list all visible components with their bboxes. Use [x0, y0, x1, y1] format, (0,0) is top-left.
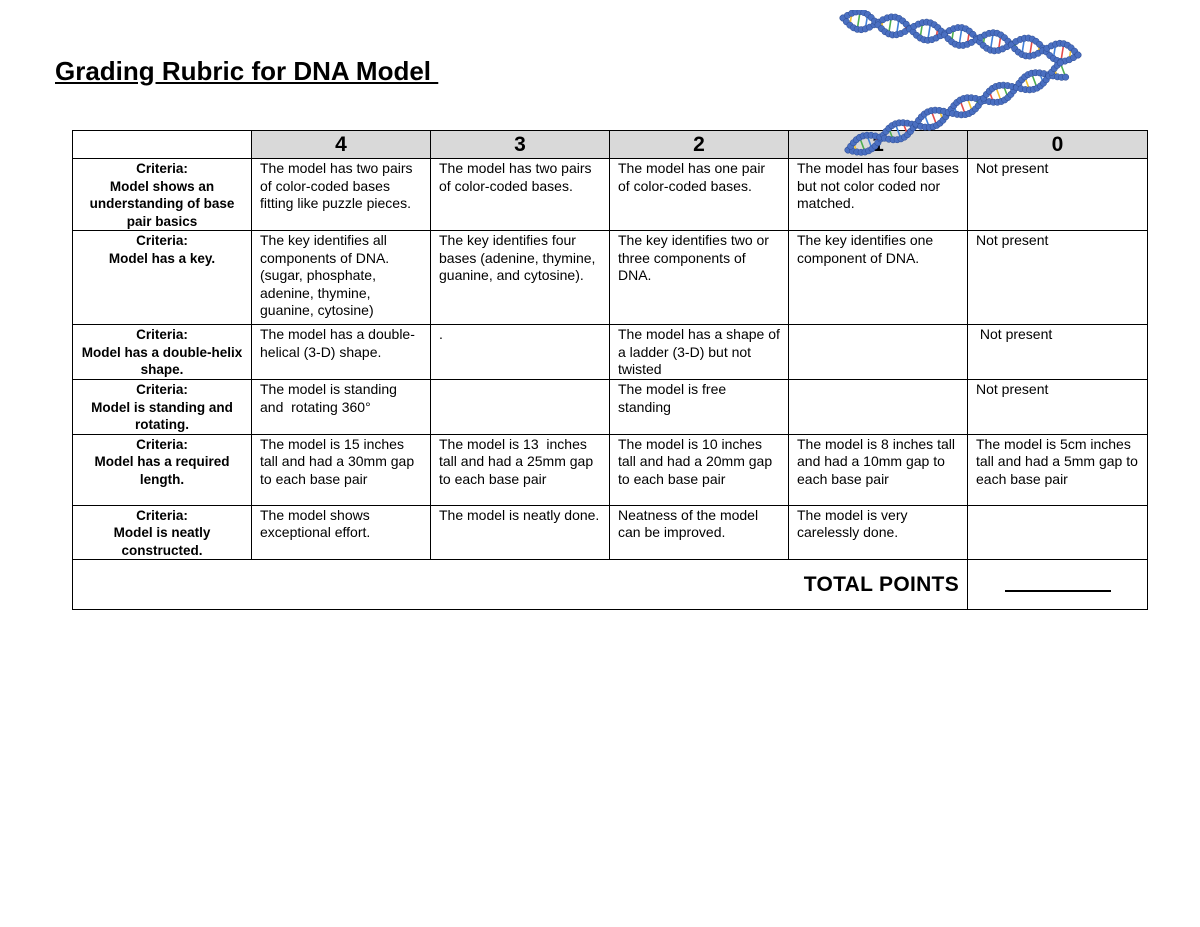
table-row: Criteria: Model is standing and rotating.…	[72, 379, 1148, 435]
table-row: Criteria: Model has a required length. Th…	[72, 433, 1148, 506]
rubric-cell: The model is 10 inches tall and had a 20…	[609, 433, 789, 506]
criteria-label: Criteria:	[136, 327, 188, 342]
criteria-cell: Criteria: Model is standing and rotating.	[72, 379, 252, 435]
criteria-label: Criteria:	[136, 233, 188, 248]
dna-backbone-bead	[1062, 73, 1070, 81]
criteria-text: Model has a double-helix shape.	[81, 344, 243, 378]
rubric-cell: The key identifies all components of DNA…	[251, 230, 431, 325]
rubric-cell: Neatness of the model can be improved.	[609, 504, 789, 560]
rubric-cell: Not present	[967, 324, 1148, 380]
rubric-cell: The model has two pairs of color-coded b…	[251, 158, 431, 231]
rubric-table: 4 3 2 1 0 Criteria:Model shows an unders…	[72, 130, 1148, 610]
rubric-cell: Not present	[967, 158, 1148, 231]
criteria-text: Model shows an understanding of base pai…	[89, 178, 235, 229]
rubric-cell: The model is 13 inches tall and had a 25…	[430, 433, 610, 506]
table-row: Criteria: Model has a key. The key identi…	[72, 230, 1148, 325]
criteria-header	[72, 130, 252, 159]
rubric-cell: The model is standing and rotating 360°	[251, 379, 431, 435]
criteria-label: Criteria:	[136, 382, 188, 397]
rubric-cell	[430, 379, 610, 435]
dna-helix-image	[839, 10, 1082, 156]
score-header-3: 3	[430, 130, 610, 159]
table-row: Criteria: Model shows an understanding of…	[72, 158, 1148, 231]
rubric-cell: The key identifies two or three componen…	[609, 230, 789, 325]
criteria-text: Model is neatly constructed.	[113, 525, 211, 558]
criteria-label: Criteria:	[136, 507, 188, 523]
rubric-cell: The model has one pair of color-coded ba…	[609, 158, 789, 231]
rubric-cell: The model is 5cm inches tall and had a 5…	[967, 433, 1148, 506]
total-points-blank-line	[1004, 576, 1111, 592]
rubric-cell	[788, 379, 968, 435]
rubric-cell	[788, 324, 968, 380]
rubric-cell: The model has a shape of a ladder (3-D) …	[609, 324, 789, 380]
dna-backbone-bead	[1056, 59, 1064, 67]
rubric-cell: The model has four bases but not color c…	[788, 158, 968, 231]
criteria-cell: Criteria: Model has a key.	[72, 230, 252, 325]
rubric-cell: The model is neatly done.	[430, 504, 610, 560]
total-points-field[interactable]	[967, 559, 1148, 610]
score-header-2: 2	[609, 130, 789, 159]
criteria-cell: Criteria: Model is neatly constructed.	[72, 504, 252, 560]
criteria-text: Model is standing and rotating.	[91, 399, 233, 433]
criteria-label: Criteria:	[136, 161, 188, 176]
criteria-cell: Criteria: Model has a double-helix shape.	[72, 324, 252, 380]
rubric-cell: The model is 8 inches tall and had a 10m…	[788, 433, 968, 506]
criteria-cell: Criteria: Model has a required length.	[72, 433, 252, 506]
criteria-cell: Criteria: Model shows an understanding of…	[72, 158, 252, 231]
rubric-cell: Not present	[967, 379, 1148, 435]
rubric-cell: The key identifies one component of DNA.	[788, 230, 968, 325]
page-title: Grading Rubric for DNA Model	[55, 56, 439, 86]
total-points-label: TOTAL POINTS	[72, 559, 968, 610]
rubric-cell	[967, 504, 1148, 560]
rubric-cell: Not present	[967, 230, 1148, 325]
total-row: TOTAL POINTS	[72, 559, 1148, 610]
rubric-cell: The model shows exceptional effort.	[251, 504, 431, 560]
score-header-0: 0	[967, 130, 1148, 159]
rubric-cell: .	[430, 324, 610, 380]
rubric-cell: The model is 15 inches tall and had a 30…	[251, 433, 431, 506]
score-header-4: 4	[251, 130, 431, 159]
rubric-cell: The model has a double-helical (3-D) sha…	[251, 324, 431, 380]
dna-backbone-bead	[1074, 51, 1082, 59]
rubric-cell: The model has two pairs of color-coded b…	[430, 158, 610, 231]
rubric-cell: The model is very carelessly done.	[788, 504, 968, 560]
rubric-cell: The key identifies four bases (adenine, …	[430, 230, 610, 325]
table-row: Criteria: Model has a double-helix shape.…	[72, 324, 1148, 380]
criteria-text: Model has a required length.	[94, 454, 230, 487]
criteria-label: Criteria:	[136, 436, 188, 452]
rubric-cell: The model is free standing	[609, 379, 789, 435]
criteria-text: Model has a key.	[108, 250, 216, 266]
table-row: Criteria: Model is neatly constructed. Th…	[72, 504, 1148, 560]
